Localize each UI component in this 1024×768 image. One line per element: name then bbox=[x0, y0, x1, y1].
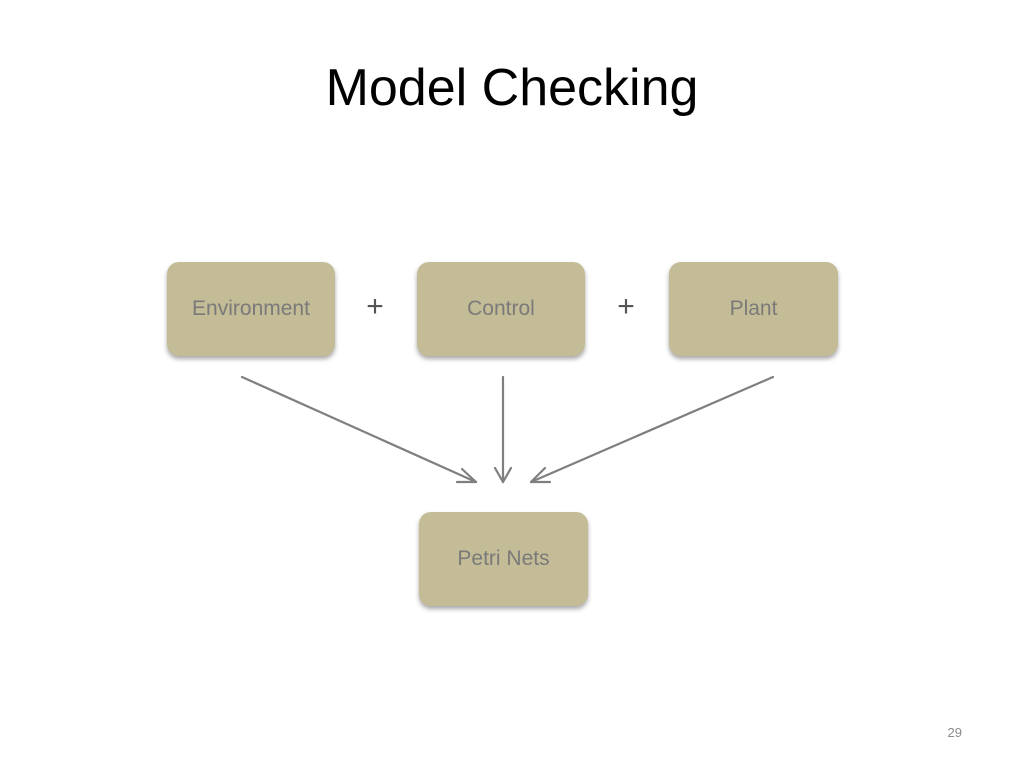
arrow-plant-to-petri-nets bbox=[529, 375, 775, 484]
plus-operator-2: + bbox=[617, 290, 635, 323]
plant-box: Plant bbox=[669, 262, 838, 356]
plus-operator-1: + bbox=[366, 290, 384, 323]
page-number: 29 bbox=[947, 725, 962, 740]
environment-box: Environment bbox=[167, 262, 335, 356]
petri-nets-label: Petri Nets bbox=[457, 547, 550, 570]
environment-label: Environment bbox=[192, 297, 310, 320]
arrow-environment-to-petri-nets bbox=[240, 375, 478, 484]
control-label: Control bbox=[467, 297, 535, 320]
petri-nets-box: Petri Nets bbox=[419, 512, 588, 606]
slide-title: Model Checking bbox=[325, 59, 699, 117]
plant-label: Plant bbox=[729, 297, 778, 320]
control-box: Control bbox=[417, 262, 585, 356]
arrow-control-to-petri-nets bbox=[493, 375, 513, 484]
